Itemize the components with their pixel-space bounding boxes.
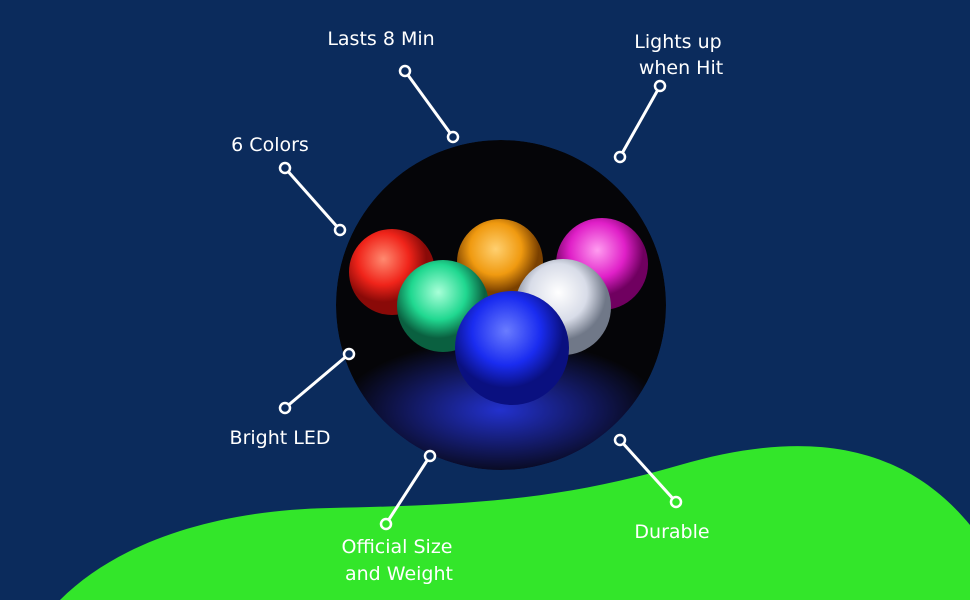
label-lights-up-1: Lights up (634, 31, 721, 53)
label-bright-led: Bright LED (230, 427, 331, 449)
label-6-colors: 6 Colors (231, 134, 309, 156)
connectors (278, 64, 683, 531)
product-photo (336, 140, 666, 470)
label-official-size-2: and Weight (345, 563, 453, 585)
label-durable: Durable (634, 521, 709, 543)
green-hill (60, 446, 970, 600)
label-official-size-1: Official Size (341, 536, 452, 558)
label-lasts-8-min: Lasts 8 Min (327, 28, 434, 50)
blue-ball (455, 291, 569, 405)
label-lights-up-2: when Hit (639, 57, 723, 79)
